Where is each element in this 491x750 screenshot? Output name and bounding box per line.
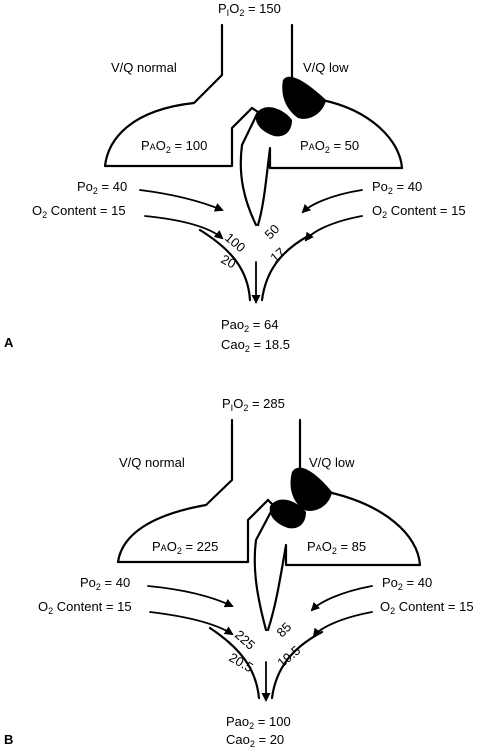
- inspired-label-a: PIO2 = 150: [218, 1, 281, 18]
- panel-b: PIO2 = 285 V/Q normal V/Q low PAO2 = 225…: [4, 396, 474, 749]
- venous-po2-right-b: Po2 = 40: [382, 575, 432, 592]
- left-alveolus-obstruction-b: [269, 499, 306, 529]
- arrow-venous-content-right-b: [312, 611, 373, 638]
- arrow-venous-po2-right-a: [301, 189, 363, 214]
- panel-a: PIO2 = 150 V/Q normal V/Q low PAO2 = 100…: [4, 1, 466, 354]
- vq-normal-label-a: V/Q normal: [111, 60, 177, 75]
- inspired-label-b: PIO2 = 285: [222, 396, 285, 413]
- alveolar-po2-left-a: PAO2 = 100: [141, 138, 207, 155]
- arterial-content-a: Cao2 = 18.5: [221, 337, 290, 354]
- venous-po2-right-a: Po2 = 40: [372, 179, 422, 196]
- arterial-po2-a: Pao2 = 64: [221, 317, 278, 334]
- arrow-venous-content-left-a: [144, 215, 224, 240]
- left-airway-a: [103, 23, 234, 168]
- venous-po2-left-a: Po2 = 40: [77, 179, 127, 196]
- right-capillary-b: [270, 630, 324, 700]
- arrow-venous-po2-right-b: [310, 585, 373, 612]
- capillary-content-right-a: 17: [267, 245, 288, 266]
- panel-letter-b: B: [4, 732, 13, 747]
- right-alveolus-a: [256, 98, 404, 227]
- alveolar-po2-right-a: PAO2 = 50: [300, 138, 359, 155]
- venous-content-right-b: O2 Content = 15: [380, 599, 474, 616]
- capillary-po2-right-b: 85: [274, 619, 295, 640]
- capillary-content-left-a: 20: [219, 251, 239, 271]
- left-alveolus-lower-a: [239, 106, 260, 227]
- left-alveolus-lower-b: [253, 498, 276, 632]
- left-alveolus-inner-a: [230, 106, 254, 146]
- left-capillary-b: [208, 626, 261, 700]
- inspired-value-a: 150: [259, 1, 281, 16]
- inspired-value-b: 285: [263, 396, 285, 411]
- alveolar-po2-left-b: PAO2 = 225: [152, 539, 218, 556]
- alveolar-po2-right-b: PAO2 = 85: [307, 539, 366, 556]
- venous-content-left-a: O2 Content = 15: [32, 203, 126, 220]
- left-alveolus-obstruction-a: [255, 107, 292, 137]
- arrow-venous-content-left-b: [149, 611, 234, 636]
- left-airway-b: [116, 418, 250, 564]
- arrow-venous-po2-left-a: [139, 189, 224, 212]
- panel-letter-a: A: [4, 335, 14, 350]
- vq-normal-label-b: V/Q normal: [119, 455, 185, 470]
- vq-low-label-a: V/Q low: [303, 60, 349, 75]
- left-alveolus-inner-b: [246, 498, 270, 542]
- right-airway-obstruction-b: [290, 467, 332, 511]
- vq-low-label-b: V/Q low: [309, 455, 355, 470]
- venous-content-right-a: O2 Content = 15: [372, 203, 466, 220]
- arrow-venous-content-right-a: [304, 215, 363, 242]
- venous-content-left-b: O2 Content = 15: [38, 599, 132, 616]
- left-capillary-a: [198, 228, 252, 302]
- right-airway-obstruction-a: [282, 76, 326, 119]
- arrow-venous-po2-left-b: [147, 585, 234, 608]
- arterial-po2-b: Pao2 = 100: [226, 714, 291, 731]
- venous-po2-left-b: Po2 = 40: [80, 575, 130, 592]
- arterial-content-b: Cao2 = 20: [226, 732, 284, 749]
- right-alveolus-b: [266, 490, 422, 632]
- right-capillary-a: [260, 233, 312, 302]
- capillary-po2-right-a: 50: [262, 221, 283, 242]
